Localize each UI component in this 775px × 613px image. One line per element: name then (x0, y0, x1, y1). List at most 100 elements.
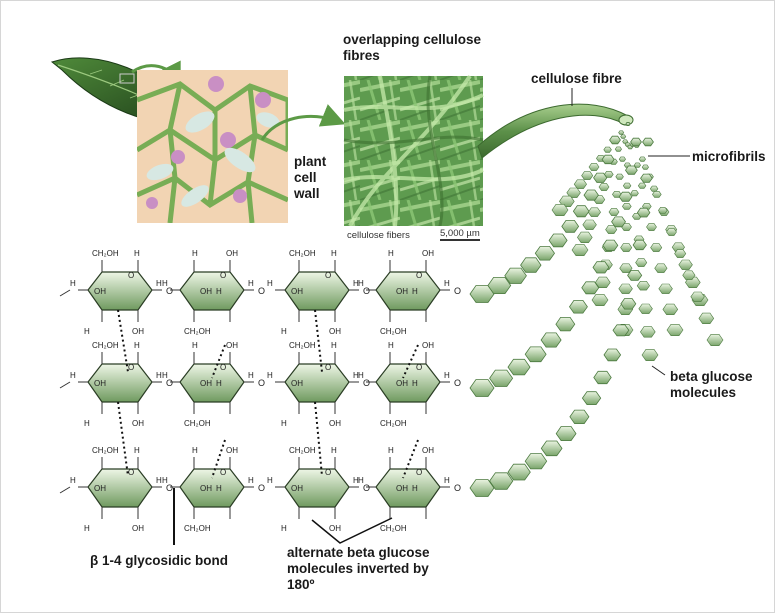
atom-label: OH (396, 484, 408, 493)
glucose-hexagon (569, 409, 590, 424)
microfibril-hexagon (551, 204, 569, 216)
micrograph-caption: cellulose fibers (347, 230, 410, 241)
beta-glucose-leader (651, 365, 666, 376)
microfibril-hexagon (638, 156, 646, 162)
atom-label: OH (200, 484, 212, 493)
atom-label: H (248, 476, 254, 485)
atom-label: H (358, 371, 364, 380)
microfibril-hexagon (649, 185, 659, 192)
glycosidic-oxygen: O (166, 286, 173, 296)
microfibril-hexagon (573, 179, 587, 189)
microfibril-hexagon (588, 163, 600, 171)
atom-label: H (192, 341, 198, 350)
microfibril-hexagon (641, 164, 649, 170)
microfibril-hexagon (618, 156, 626, 162)
glucose-hexagon (507, 358, 531, 376)
atom-label: H (267, 371, 273, 380)
atom-label: H (84, 524, 90, 533)
atom-label: H (156, 279, 162, 288)
glucose-hexagon (534, 246, 555, 261)
glucose-hexagon (524, 346, 547, 363)
atom-label: OH (94, 484, 106, 493)
ch2oh-group: CH₂OH (289, 249, 316, 258)
chain-end (59, 289, 71, 297)
microfibril-hexagon (608, 208, 620, 216)
glucose-hexagon (504, 267, 527, 284)
atom-label: OH (200, 287, 212, 296)
glucose-hexagon (620, 298, 637, 310)
atom-label: OH (329, 524, 341, 533)
arrow-cell-to-micrograph (260, 104, 346, 141)
plant-cell-wall-image (137, 70, 288, 223)
atom-label: OH (94, 379, 106, 388)
label-microfibrils: microfibrils (692, 149, 766, 164)
ring-oxygen: O (325, 363, 331, 372)
atom-label: H (162, 371, 168, 380)
glucose-hexagon (593, 172, 608, 183)
hydrogen-bond (117, 309, 129, 373)
hydrogen-bond (402, 439, 419, 479)
atom-label: H (267, 476, 273, 485)
ch2oh-group: CH₂OH (184, 419, 211, 428)
glycosidic-oxygen: O (166, 378, 173, 388)
microfibril-hexagon (614, 146, 622, 152)
atom-label: OH (226, 341, 238, 350)
microfibril-hexagon (678, 259, 693, 270)
atom-label: H (162, 476, 168, 485)
glucose-hexagon (540, 332, 562, 348)
ring-oxygen: O (220, 468, 226, 477)
atom-label: OH (422, 446, 434, 455)
microfibril-hexagon (635, 258, 648, 267)
glucose-hexagon (507, 463, 531, 481)
microfibril-hexagon (662, 303, 679, 315)
atom-label: H (281, 327, 287, 336)
glycosidic-oxygen: O (454, 483, 461, 493)
ring-oxygen: O (220, 271, 226, 280)
glucose-hexagon (569, 300, 588, 314)
atom-label: OH (396, 379, 408, 388)
atom-label: H (444, 476, 450, 485)
glucose-hexagon (592, 261, 610, 274)
atom-label: H (353, 371, 359, 380)
atom-label: H (84, 327, 90, 336)
ring-oxygen: O (128, 271, 134, 280)
microfibril-hexagon (587, 207, 601, 217)
atom-label: H (281, 524, 287, 533)
microfibril-hexagon (620, 134, 627, 139)
glucose-hexagon (540, 440, 563, 457)
microfibril-hexagon (622, 203, 632, 210)
glucose-hexagon (602, 239, 619, 252)
glucose-hexagon (469, 479, 495, 497)
ch2oh-group: CH₂OH (289, 341, 316, 350)
atom-label: H (156, 371, 162, 380)
glucose-hexagon (524, 453, 548, 470)
ch2oh-group: CH₂OH (184, 327, 211, 336)
label-overlapping-cellulose-fibres: overlapping cellulose fibres (343, 32, 482, 63)
atom-label: OH (94, 287, 106, 296)
microfibril-hexagon (612, 191, 622, 198)
glucose-hexagon (642, 137, 654, 147)
microfibril-hexagon (603, 146, 612, 153)
label-beta-glucose-molecules: beta glucose molecules (670, 369, 753, 400)
label-glycosidic-bond: β 1-4 glycosidic bond (90, 553, 229, 568)
glucose-hexagon (583, 189, 599, 201)
glucose-hexagon (630, 137, 642, 147)
glycosidic-oxygen: O (454, 286, 461, 296)
atom-label: OH (200, 379, 212, 388)
atom-label: H (358, 279, 364, 288)
microfibril-hexagon (591, 294, 609, 306)
atom-label: H (70, 279, 76, 288)
atom-label: H (444, 279, 450, 288)
ring-oxygen: O (325, 271, 331, 280)
microfibril-hexagon (638, 303, 653, 314)
glucose-hexagon (618, 191, 633, 202)
glucose-hexagon (640, 173, 653, 183)
glucose-hexagon (555, 317, 576, 332)
microfibril-hexagon (581, 171, 594, 180)
